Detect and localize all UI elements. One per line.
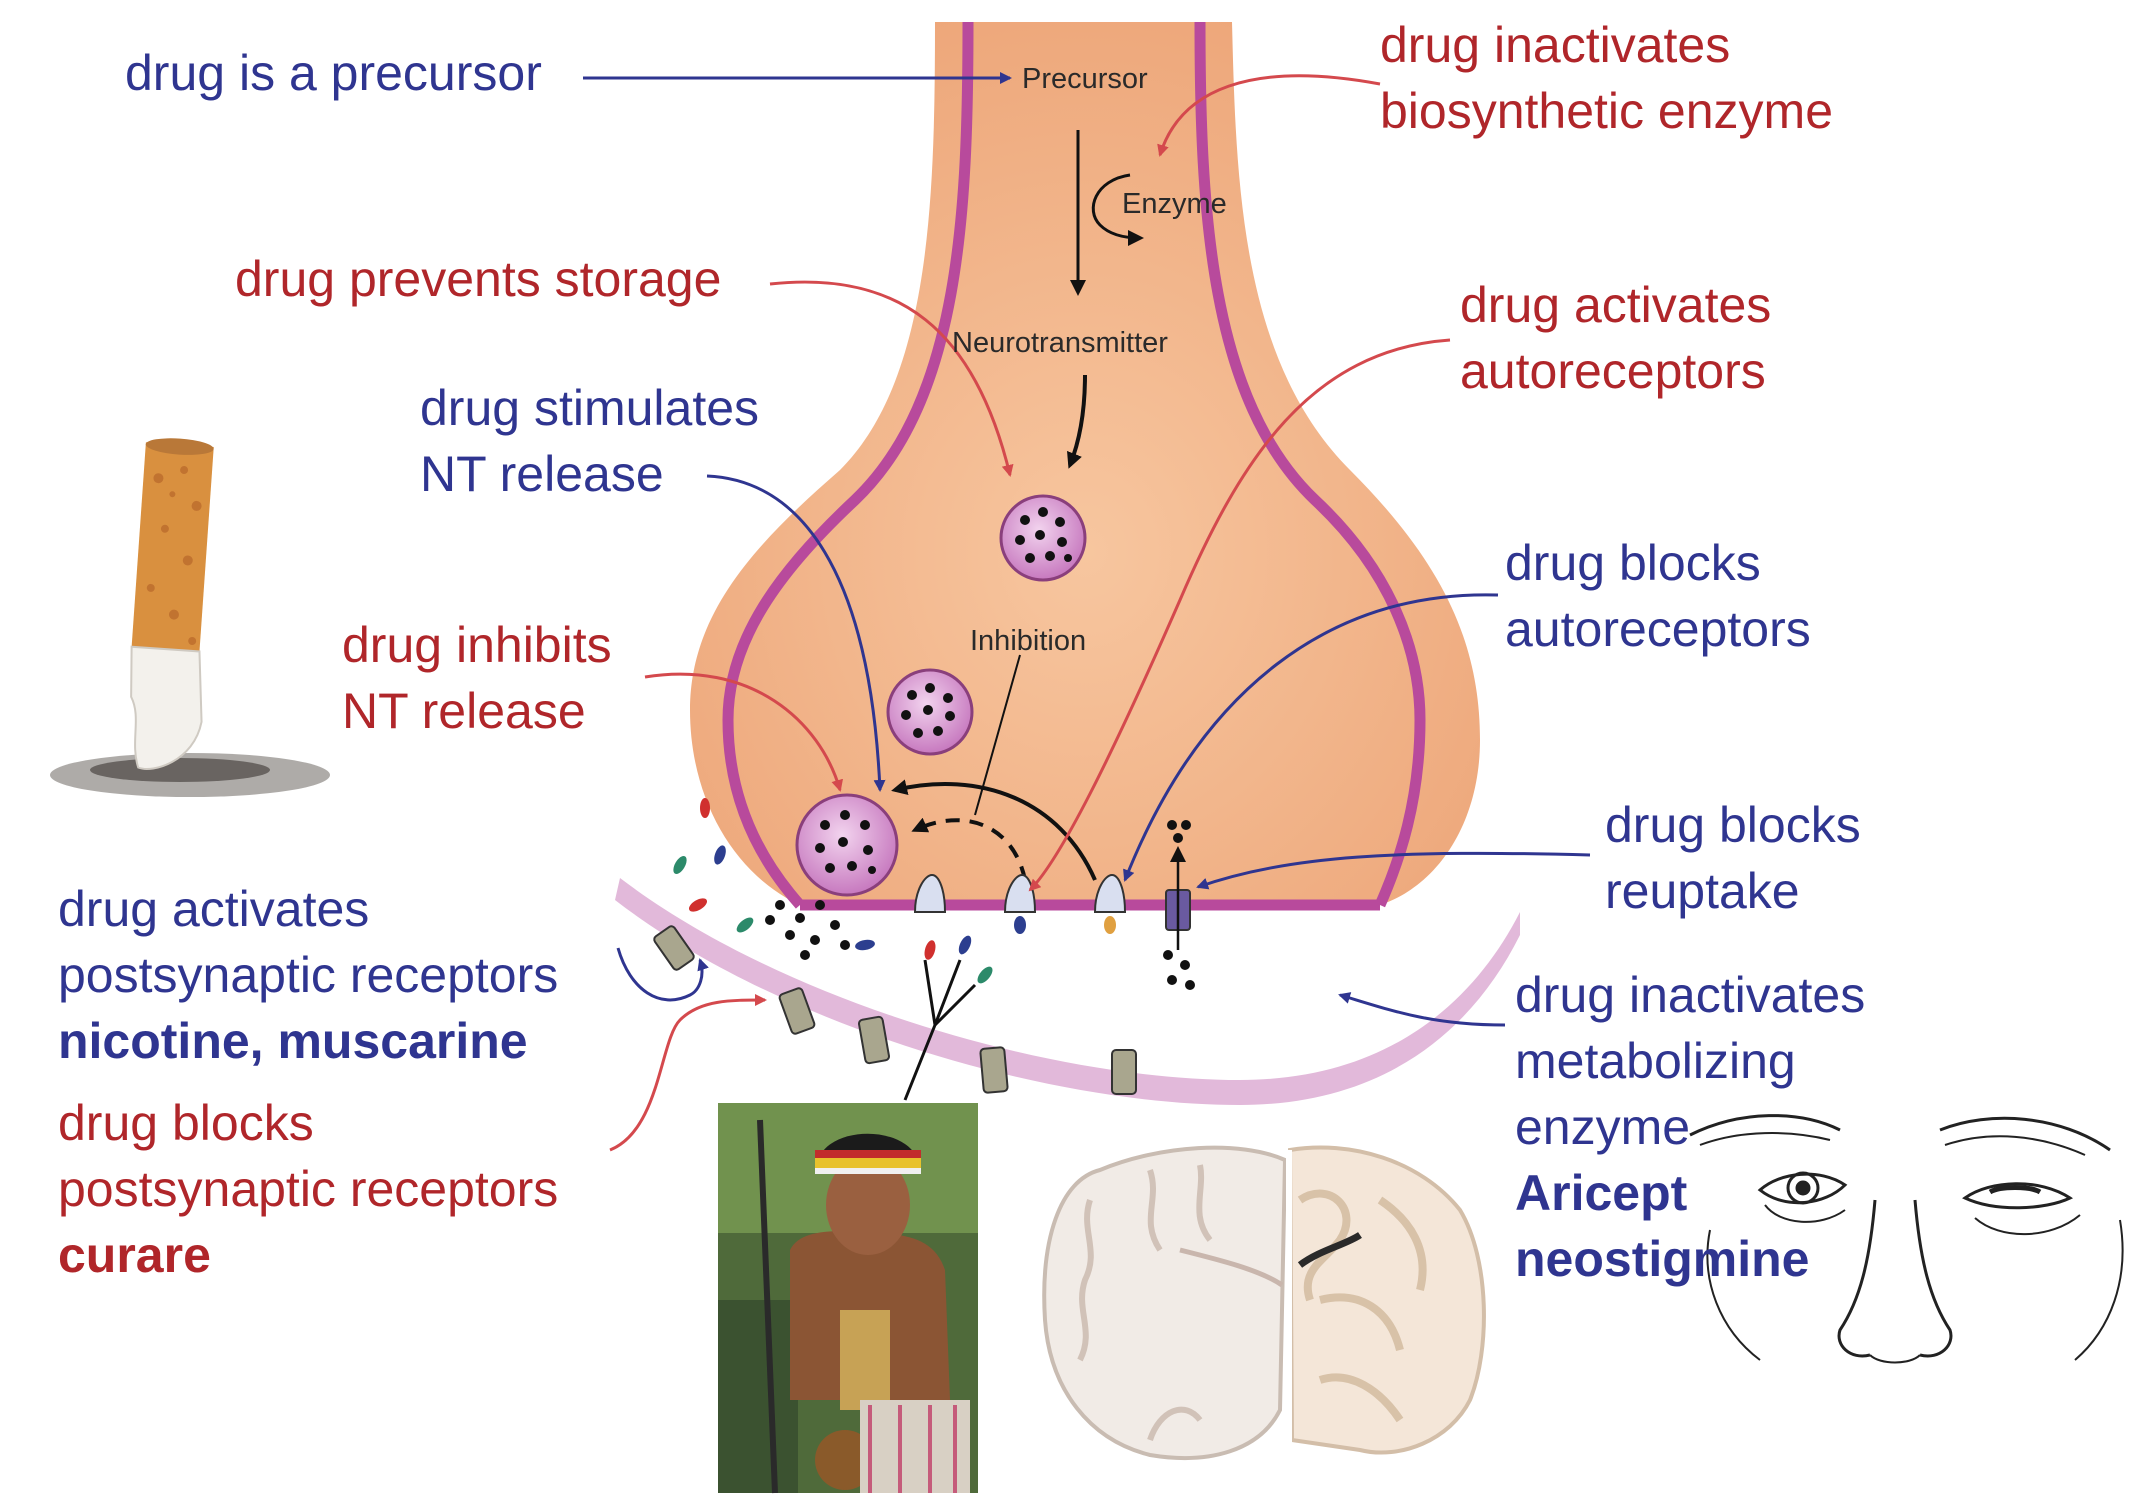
annotation-line: drug inactivates	[1515, 967, 1866, 1023]
annotation-line: NT release	[420, 446, 664, 502]
precursor-label: Precursor	[1022, 63, 1148, 95]
arrow-stimulates	[706, 474, 886, 792]
annotation-line: drug is a precursor	[125, 45, 542, 101]
enzyme-curl-arrow	[1091, 173, 1144, 246]
annotation-line: postsynaptic receptors	[58, 947, 559, 1003]
arrow-activates-post	[616, 947, 709, 1002]
annotation-prevents-storage: drug prevents storage	[235, 246, 721, 312]
eyes-drawing	[1689, 1114, 2124, 1364]
vesicle-middle	[886, 668, 974, 756]
postsynaptic-receptors	[653, 925, 1137, 1095]
curare-hunter-photo	[718, 1103, 978, 1494]
postsynaptic-membrane	[615, 878, 1520, 1105]
annotation-examples: nicotine, muscarine	[58, 1013, 528, 1069]
annotation-inactivates-metabolizing: drug inactivates metabolizing enzyme Ari…	[1515, 962, 1865, 1292]
annotation-line: postsynaptic receptors	[58, 1161, 559, 1217]
annotation-activates-autoreceptors: drug activates autoreceptors	[1460, 272, 1771, 404]
presynaptic-inner-membrane	[722, 21, 974, 909]
annotation-examples: curare	[58, 1227, 211, 1283]
inhibition-pointer-line	[974, 654, 1021, 816]
arrow-inhibits	[644, 672, 844, 792]
annotation-line: drug activates	[58, 881, 370, 937]
arrow-activates-auto	[1028, 338, 1451, 892]
annotation-line: enzyme	[1515, 1099, 1691, 1155]
released-neurotransmitter	[765, 900, 850, 960]
annotation-line: reuptake	[1605, 863, 1800, 919]
annotation-line: drug prevents storage	[235, 251, 722, 307]
annotation-stimulates-release: drug stimulates NT release	[420, 375, 759, 507]
annotation-line: drug inhibits	[342, 617, 612, 673]
cigarette-butt-photo	[50, 438, 330, 797]
annotation-activates-postsynaptic: drug activates postsynaptic receptors ni…	[58, 876, 558, 1074]
autoreceptor-feedback-arrow	[891, 779, 1097, 881]
nt-to-vesicle-arrow	[1067, 374, 1087, 469]
arrow-metabolizing	[1338, 992, 1506, 1027]
annotation-line: drug inactivates	[1380, 17, 1731, 73]
annotation-example-neostigmine: neostigmine	[1515, 1231, 1810, 1287]
annotation-blocks-postsynaptic: drug blocks postsynaptic receptors curar…	[58, 1090, 558, 1288]
inhibition-dashed-arrow	[911, 817, 1027, 881]
neurotransmitter-label: Neurotransmitter	[952, 327, 1168, 359]
annotation-line: drug stimulates	[420, 380, 760, 436]
annotation-line: biosynthetic enzyme	[1380, 83, 1834, 139]
annotation-blocks-autoreceptors: drug blocks autoreceptors	[1505, 530, 1811, 662]
annotation-line: autoreceptors	[1505, 601, 1811, 657]
annotation-line: autoreceptors	[1460, 343, 1766, 399]
brain-slices-photo	[1042, 1145, 1486, 1460]
vesicle-upper	[999, 494, 1087, 582]
inhibition-label: Inhibition	[970, 625, 1086, 657]
presynaptic-terminal	[690, 22, 1480, 905]
arrow-storage	[769, 280, 1014, 477]
presynaptic-inner-membrane-right	[1194, 21, 1426, 908]
annotation-line: drug blocks	[1605, 797, 1861, 853]
annotation-inhibits-release: drug inhibits NT release	[342, 612, 612, 744]
arrow-blocks-auto	[1123, 593, 1499, 882]
reuptake-transporter	[1163, 820, 1195, 990]
presynaptic-autoreceptors	[913, 873, 1127, 934]
vesicle-docked	[795, 793, 899, 897]
enzyme-label: Enzyme	[1122, 188, 1227, 220]
arrow-reuptake	[1196, 851, 1591, 890]
annotation-blocks-reuptake: drug blocks reuptake	[1605, 792, 1861, 924]
metabolizing-enzyme	[903, 959, 977, 1101]
annotation-drug-is-precursor: drug is a precursor	[125, 40, 542, 106]
drug-molecules	[673, 798, 993, 984]
annotation-line: metabolizing	[1515, 1033, 1796, 1089]
annotation-example-aricept: Aricept	[1515, 1165, 1688, 1221]
annotation-line: drug activates	[1460, 277, 1772, 333]
arrow-blocks-post	[609, 994, 767, 1152]
annotation-line: drug blocks	[1505, 535, 1761, 591]
annotation-line: drug blocks	[58, 1095, 314, 1151]
annotation-line: NT release	[342, 683, 586, 739]
annotation-inactivates-biosynthetic: drug inactivates biosynthetic enzyme	[1380, 12, 1833, 144]
arrow-biosynthetic	[1157, 74, 1381, 157]
